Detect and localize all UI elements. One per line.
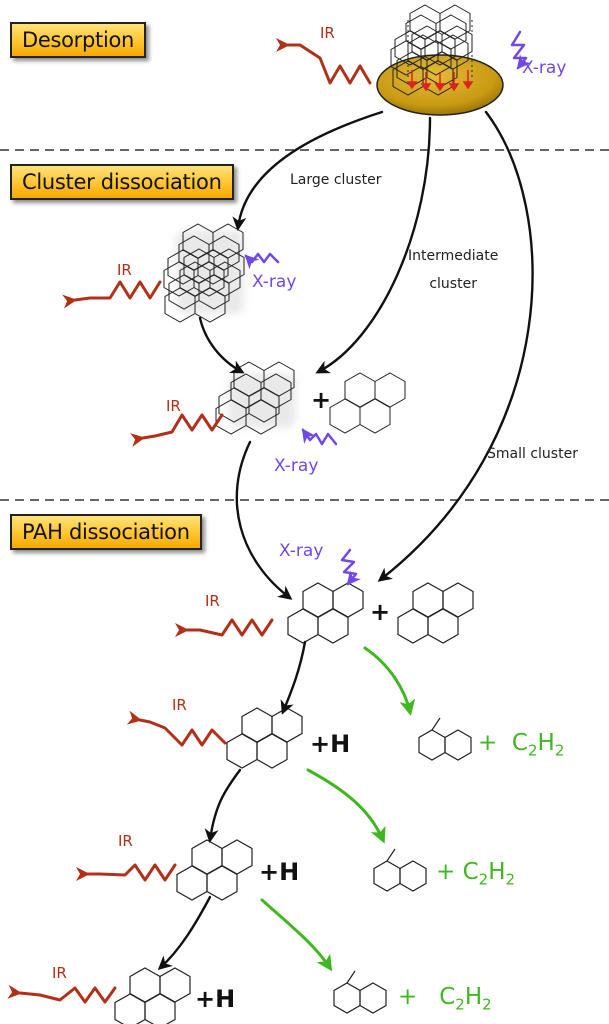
released-pah (329, 372, 406, 434)
hydrogen-product: +H (195, 985, 235, 1013)
formula-c-subscript: 2 (478, 870, 489, 889)
acetylene-product: + C2H2 (398, 984, 492, 1014)
arrow-cluster-fragment (198, 316, 245, 374)
plus-sign: + (398, 984, 418, 1010)
ir-label: IR (172, 696, 187, 714)
formula-c: C (439, 984, 456, 1010)
arrow-small-cluster (377, 110, 534, 582)
fragmentation-arrows (260, 646, 416, 972)
plus-sign: + (310, 730, 331, 758)
xray-arrow (340, 548, 361, 586)
hydrogen-product: +H (310, 730, 350, 758)
acetylene-product: + C2H2 (478, 730, 564, 760)
desorbing-molecule-arrows (406, 70, 474, 92)
ir-label: IR (118, 832, 133, 850)
ir-label: IR (166, 397, 181, 415)
formula-h-subscript: 2 (554, 741, 565, 760)
formula-c: C (462, 859, 479, 885)
formula-h: H (464, 984, 483, 1010)
ir-arrow (62, 280, 162, 309)
ir-arrow (7, 984, 117, 1004)
formula-c: C (511, 730, 528, 756)
ir-label: IR (205, 592, 220, 610)
xray-arrows (244, 30, 531, 586)
formula-c-subscript: 2 (527, 741, 538, 760)
path-label-large-cluster: Large cluster (290, 172, 382, 188)
ir-label: IR (52, 964, 67, 982)
plus-sign: + (195, 985, 216, 1013)
arrow-intermediate-cluster (315, 116, 432, 374)
ir-arrow (130, 413, 224, 447)
hydrogen-symbol: H (279, 858, 300, 886)
xray-arrow (301, 428, 338, 446)
arrow-fragment-step1 (363, 646, 416, 716)
path-label-intermediate-line2: cluster (429, 276, 477, 292)
plus-sign: + (478, 730, 498, 756)
ir-arrow (126, 710, 227, 747)
arrow-fragment-step3 (260, 898, 333, 972)
ir-arrow (175, 618, 274, 637)
xray-label: X-ray (522, 58, 567, 78)
plus-sign: + (311, 386, 332, 414)
plus-sign: + (370, 598, 391, 626)
xray-label: X-ray (252, 272, 297, 292)
ir-arrow (276, 38, 372, 85)
arrow-pah-step2 (204, 768, 242, 843)
path-arrows (157, 110, 534, 971)
plus-sign: + (259, 858, 280, 886)
acetylene-product: + C2H2 (436, 859, 515, 889)
arrow-fragment-step2 (306, 768, 386, 844)
path-label-small-cluster: Small cluster (487, 446, 578, 462)
xray-label: X-ray (274, 456, 319, 476)
arrow-pah-step1 (280, 640, 307, 715)
path-label-intermediate-line1: Intermediate (408, 248, 499, 264)
hydrogen-symbol: H (215, 985, 236, 1013)
formula-h-subscript: 2 (505, 870, 516, 889)
xray-arrow (510, 30, 531, 70)
path-label-intermediate-cluster: Intermediate cluster (408, 242, 498, 298)
hydrogen-symbol: H (330, 730, 351, 758)
ir-label: IR (320, 24, 335, 42)
stage-label-desorption: Desorption (10, 22, 147, 58)
top-cluster (390, 4, 473, 96)
arrow-pah-step3 (157, 895, 212, 971)
xray-arrow (244, 252, 280, 270)
formula-h: H (537, 730, 555, 756)
xray-label: X-ray (279, 541, 324, 561)
ir-label: IR (117, 261, 132, 279)
hydrogen-product: +H (259, 858, 299, 886)
formula-h-subscript: 2 (482, 995, 492, 1014)
stage-label-pah-dissociation: PAH dissociation (10, 514, 202, 550)
arrow-to-pah (235, 440, 293, 600)
formula-c-subscript: 2 (455, 995, 465, 1014)
arrow-large-cluster (232, 110, 384, 231)
stage-label-cluster-dissociation: Cluster dissociation (10, 164, 234, 200)
formula-h: H (488, 859, 506, 885)
ir-arrow (76, 863, 177, 882)
ir-emission-arrows (7, 38, 372, 1004)
plus-sign: + (436, 859, 456, 885)
